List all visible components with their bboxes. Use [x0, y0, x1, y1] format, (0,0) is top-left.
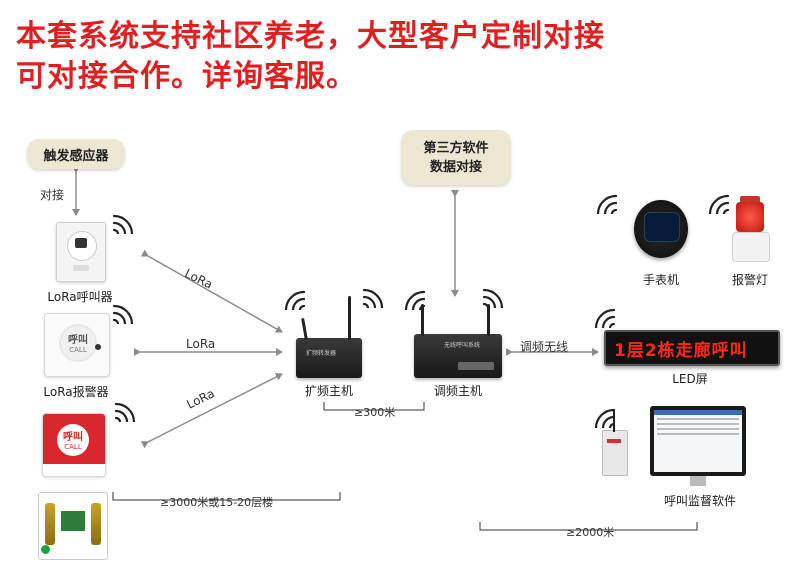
trigger-sensor-box: 触发感应器	[27, 139, 125, 169]
antenna-icon	[348, 296, 351, 340]
fm-wireless-label: 调频无线	[520, 340, 569, 354]
extender-plate-text: 扩频转发器	[306, 350, 337, 357]
monitor-device	[650, 406, 746, 476]
wifi-signal-icon	[362, 288, 384, 308]
monitor-screen	[654, 410, 742, 472]
wifi-signal-icon	[112, 304, 134, 324]
led-indicator-icon	[41, 545, 50, 554]
red-call-button-device: 呼叫 CALL	[42, 413, 106, 477]
bracket-300	[323, 402, 425, 411]
watch-label: 手表机	[642, 273, 679, 287]
alarm-light-device	[732, 196, 770, 262]
wifi-signal-left-icon	[594, 308, 616, 328]
wifi-signal-icon	[112, 214, 134, 234]
watch-device	[632, 200, 690, 262]
third-party-box: 第三方软件 数据对接	[401, 130, 511, 185]
extender-label: 扩频主机	[304, 384, 353, 398]
camera-icon	[75, 238, 87, 248]
call-button-text: 呼叫	[63, 432, 83, 443]
led-screen-device: 1层2栋走廊呼叫	[604, 330, 780, 366]
led-message: 1层2栋走廊呼叫	[614, 340, 748, 361]
call-button-text-en: CALL	[69, 346, 87, 354]
wifi-signal-left-icon	[404, 290, 426, 310]
wifi-signal-icon	[482, 288, 504, 308]
call-button: 呼叫 CALL	[59, 324, 97, 362]
wifi-signal-left-icon	[708, 194, 730, 214]
battery-icon	[91, 503, 101, 545]
call-button-text-en: CALL	[64, 443, 82, 451]
antenna-icon	[613, 410, 615, 432]
trigger-sensor-label: 触发感应器	[43, 148, 109, 164]
dock-label: 对接	[40, 188, 65, 202]
distance-300-label: ≥300米	[354, 406, 396, 419]
battery-icon	[45, 503, 55, 545]
call-button: 呼叫 CALL	[57, 424, 89, 456]
antenna-icon	[487, 304, 490, 336]
modulator-label: 调频主机	[433, 384, 482, 398]
lora-link-label-2: LoRa	[186, 337, 216, 351]
call-button-text: 呼叫	[68, 335, 88, 346]
lora-alarm-device: 呼叫 CALL	[44, 313, 110, 377]
siren-lamp	[736, 202, 764, 232]
modulator-host-device: 无线呼叫系统	[414, 334, 502, 378]
lora-alarm-label: LoRa报警器	[43, 385, 109, 399]
distance-3000-label: ≥3000米或15-20层楼	[160, 496, 274, 509]
lora-caller-device	[56, 222, 106, 282]
headline-line-1: 本套系统支持社区养老，大型客户定制对接	[16, 19, 605, 54]
wifi-signal-left-icon	[596, 194, 618, 214]
wifi-signal-left-icon	[284, 290, 306, 310]
arrow-lora-1	[140, 249, 283, 333]
modulator-plate-text: 无线呼叫系统	[444, 342, 481, 349]
monitor-stand	[690, 476, 706, 486]
third-party-label: 第三方软件 数据对接	[423, 140, 489, 175]
wifi-signal-icon	[114, 402, 136, 422]
distance-2000-label: ≥2000米	[566, 526, 615, 539]
battery-receiver-device	[38, 492, 108, 560]
bracket-2000	[479, 522, 698, 531]
port-strip	[458, 362, 494, 370]
lora-caller-label: LoRa呼叫器	[47, 290, 113, 304]
antenna-icon	[421, 304, 424, 336]
arrow-lora-3	[140, 373, 283, 449]
bracket-3000	[112, 492, 341, 501]
extender-host-device: 扩频转发器	[296, 338, 362, 378]
usb-receiver-device	[602, 430, 628, 476]
alarm-light-label: 报警灯	[731, 273, 768, 287]
monitor-software-label: 呼叫监督软件	[663, 494, 736, 508]
watch-screen	[644, 212, 680, 242]
headline-line-2: 可对接合作。详询客服。	[16, 59, 357, 94]
circuit-board	[61, 511, 85, 531]
led-screen-label: LED屏	[672, 372, 708, 386]
